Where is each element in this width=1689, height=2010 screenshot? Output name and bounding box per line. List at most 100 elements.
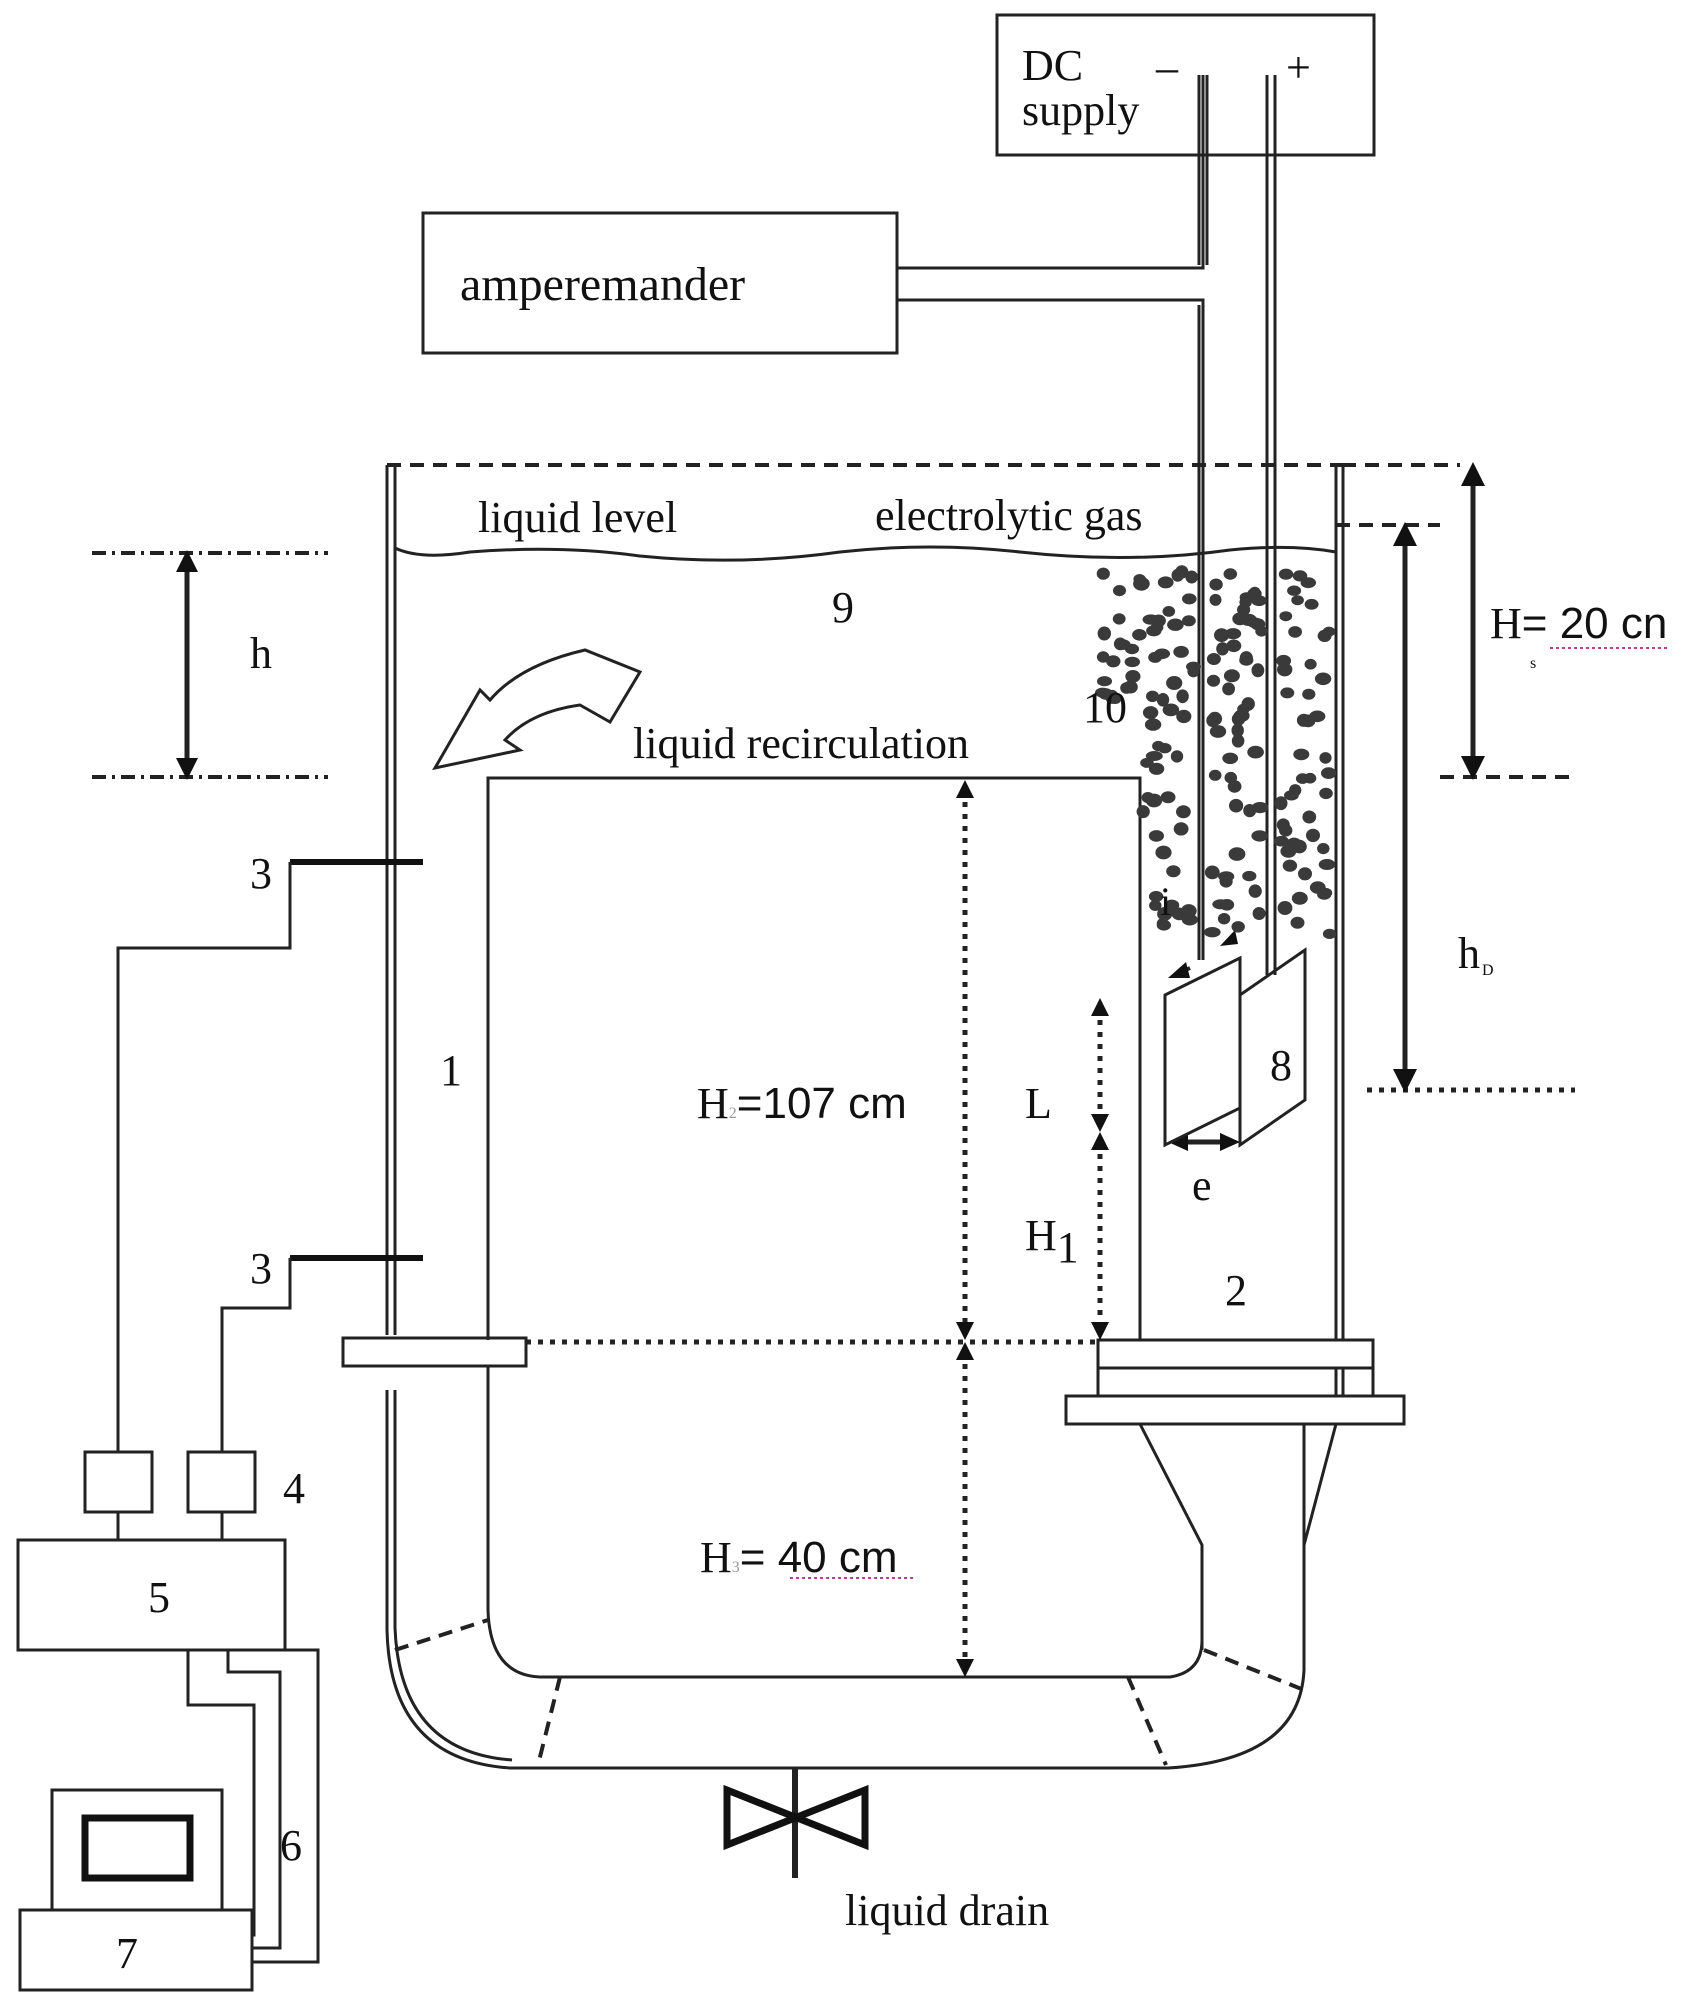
gas-bubble	[1248, 884, 1262, 898]
gas-bubble	[1097, 676, 1112, 687]
gas-bubble	[1291, 595, 1304, 606]
gas-bubble	[1231, 921, 1245, 933]
reference-lines	[92, 463, 1575, 1345]
gas-bubble	[1247, 745, 1264, 759]
gas-bubble	[1148, 891, 1164, 902]
gas-bubble	[1208, 769, 1222, 781]
gas-bubble	[1166, 865, 1181, 878]
gas-bubble	[1227, 780, 1242, 793]
gas-bubble	[1182, 593, 1197, 605]
gas-bubble	[1277, 662, 1293, 677]
gas-bubble	[1180, 904, 1197, 918]
plus-terminal-label: +	[1286, 43, 1311, 92]
gas-bubble	[1166, 676, 1183, 690]
gas-bubble	[1219, 875, 1233, 888]
draft-tube	[486, 776, 1204, 1679]
gas-bubble	[1095, 687, 1111, 698]
h3-label: H3= 40 cm	[700, 1533, 898, 1582]
gas-bubble	[1114, 639, 1131, 650]
gas-bubble	[1321, 767, 1337, 779]
gas-bubble	[1290, 916, 1305, 929]
gas-bubble	[1162, 606, 1176, 617]
gas-bubble	[1209, 725, 1227, 738]
gas-bubble	[1225, 628, 1242, 640]
part-3b-label: 3	[250, 1244, 272, 1293]
hs-subscript: s	[1530, 655, 1536, 672]
electrolytic-gas-label: electrolytic gas	[875, 491, 1143, 540]
gas-bubble	[1141, 792, 1155, 804]
part-9-label: 9	[832, 583, 854, 632]
gas-bubble	[1243, 804, 1257, 818]
gas-bubble	[1157, 576, 1174, 589]
gas-bubble	[1276, 818, 1290, 832]
gas-bubble	[1113, 585, 1126, 597]
minus-terminal-label: –	[1155, 43, 1179, 92]
gas-bubble	[1175, 565, 1189, 579]
part-7-label: 7	[116, 1929, 138, 1978]
part-8-label: 8	[1270, 1041, 1292, 1090]
gas-bubble	[1155, 845, 1172, 860]
gas-bubble	[1300, 577, 1317, 589]
gas-bubble	[1156, 919, 1171, 931]
recirculation-arrow-icon	[432, 648, 643, 771]
electrode-plates	[1163, 930, 1307, 1148]
gas-bubble	[1106, 655, 1121, 668]
gas-bubble	[1296, 713, 1311, 727]
gas-bubble	[1152, 740, 1165, 752]
gas-bubble	[1231, 734, 1245, 748]
gas-bubble	[1302, 810, 1317, 824]
gas-bubble	[1306, 828, 1320, 843]
gas-bubble	[1222, 752, 1239, 764]
gas-bubble	[1204, 865, 1220, 880]
dimension-arrows	[176, 462, 1485, 1677]
gas-bubble	[1157, 907, 1173, 921]
reactor-vessel	[341, 463, 1406, 1770]
gas-bubble	[1274, 796, 1288, 811]
gas-bubble	[1112, 613, 1126, 625]
dc-supply-label-line1: DC	[1022, 41, 1083, 90]
gas-bubble	[1228, 847, 1246, 861]
gas-bubble	[1322, 928, 1337, 940]
gas-bubble	[1226, 639, 1242, 653]
gas-bubble	[1314, 672, 1332, 686]
gas-bubble	[1097, 626, 1112, 641]
gas-bubble	[1209, 593, 1222, 606]
gas-bubble	[1182, 615, 1196, 627]
gas-bubble	[1223, 669, 1240, 683]
gas-bubble	[1277, 901, 1293, 915]
hs-label: H= 20 cn	[1490, 599, 1667, 648]
gas-bubble	[1237, 603, 1251, 616]
gas-bubble	[1216, 642, 1229, 656]
gas-bubble	[1231, 723, 1244, 738]
labels: liquid level electrolytic gas liquid rec…	[116, 491, 1667, 1978]
gas-bubble	[1239, 655, 1254, 666]
part-2-label: 2	[1225, 1266, 1247, 1315]
gas-bubble	[1280, 687, 1295, 699]
gas-bubble	[1173, 645, 1189, 658]
gas-bubble	[1132, 629, 1147, 641]
gas-bubble	[1309, 710, 1326, 723]
h-label: h	[250, 629, 272, 678]
part-6-label: 6	[280, 1821, 302, 1870]
liquid-recirculation-label: liquid recirculation	[633, 719, 969, 768]
part-4-label: 4	[283, 1464, 305, 1513]
gas-bubbles	[1095, 565, 1337, 940]
ammeter-label: amperemander	[460, 258, 745, 311]
gas-bubble	[1223, 568, 1238, 580]
gas-bubble	[1242, 870, 1257, 882]
gas-bubble	[1248, 586, 1261, 600]
gas-bubble	[1217, 913, 1231, 925]
gas-bubble	[1317, 889, 1332, 900]
gas-bubble	[1144, 718, 1162, 731]
gas-bubble	[1304, 658, 1317, 670]
h1-label: H1	[1025, 1211, 1079, 1272]
gas-bubble	[1173, 822, 1189, 836]
gas-bubble	[1288, 626, 1302, 638]
gas-bubble	[1302, 688, 1316, 700]
gas-bubble	[1239, 613, 1252, 624]
gas-bubble	[1319, 787, 1333, 800]
gas-bubble	[1156, 693, 1170, 707]
gas-bubble	[1124, 656, 1141, 668]
gas-bubble	[1318, 859, 1336, 870]
